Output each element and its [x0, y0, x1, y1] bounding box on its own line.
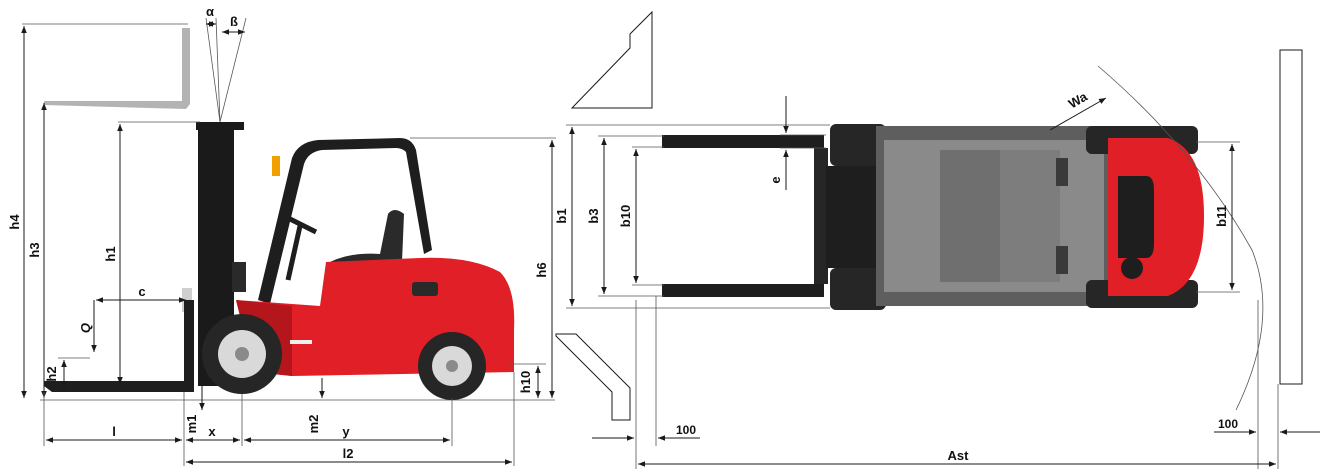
label-wa: Wa — [1066, 88, 1091, 111]
label-alpha: α — [206, 4, 214, 19]
label-c: c — [138, 284, 145, 299]
raised-fork — [44, 28, 190, 109]
label-h1: h1 — [103, 246, 118, 261]
label-b3: b3 — [586, 208, 601, 223]
label-e: e — [768, 176, 783, 183]
label-m1: m1 — [184, 415, 199, 434]
label-h10: h10 — [518, 371, 533, 393]
label-h6: h6 — [534, 262, 549, 277]
overhead-guard — [258, 138, 432, 304]
lowered-fork — [44, 288, 194, 392]
side-view: h4 h3 h1 h2 Q c h6 h10 α ß l m1 x m2 y l… — [7, 4, 556, 466]
aisle-corner-bottom — [555, 333, 631, 421]
steering-wheel — [285, 215, 318, 281]
rear-wheel — [418, 332, 486, 400]
label-l2: l2 — [343, 446, 354, 461]
top-view: b1 b3 b10 e b11 Wa 100 100 Ast — [554, 10, 1320, 469]
label-y: y — [342, 424, 350, 439]
wa-dimension — [1049, 97, 1107, 131]
label-h4: h4 — [7, 214, 22, 230]
front-wheel — [202, 314, 282, 394]
top-truck-body — [826, 124, 1204, 310]
label-clearance-left: 100 — [676, 423, 696, 437]
tilt-lines — [205, 17, 247, 123]
label-beta: ß — [230, 14, 238, 29]
aisle-wall-right — [1279, 49, 1303, 385]
label-x: x — [208, 424, 216, 439]
aisle-corner-top — [570, 10, 653, 109]
label-clearance-right: 100 — [1218, 417, 1238, 431]
label-b1: b1 — [554, 208, 569, 223]
top-forks — [662, 135, 828, 297]
label-h2: h2 — [44, 366, 59, 381]
label-ast: Ast — [948, 448, 970, 463]
label-l: l — [112, 424, 116, 439]
label-h3: h3 — [27, 242, 42, 257]
label-m2: m2 — [306, 415, 321, 434]
turning-radius-arc — [1097, 65, 1264, 411]
label-b10: b10 — [618, 205, 633, 227]
label-b11: b11 — [1214, 205, 1229, 227]
label-q: Q — [78, 323, 93, 333]
